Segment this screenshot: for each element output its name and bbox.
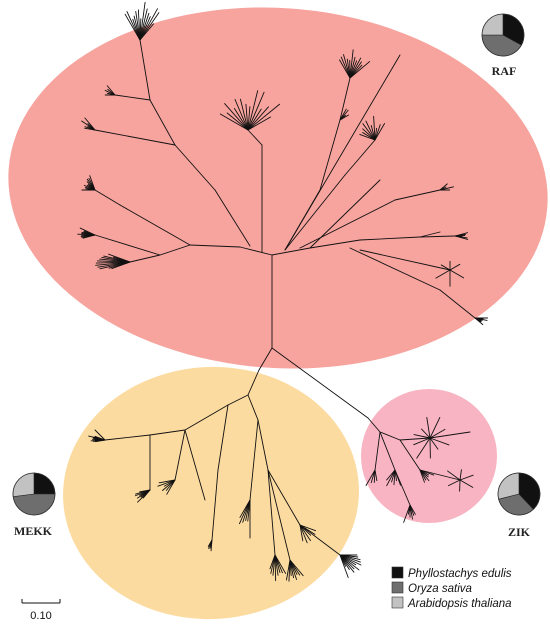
raf-composition-pie: [481, 13, 525, 57]
scale-bar-label: 0.10: [30, 610, 51, 622]
zik-label: ZIK: [508, 525, 531, 539]
legend-label-oryza: Oryza sativa: [408, 583, 472, 595]
legend-label-phyllostachys: Phyllostachys edulis: [408, 568, 512, 580]
scale-bar: 0.10: [21, 599, 61, 622]
legend-label-arabidopsis: Arabidopsis thaliana: [407, 598, 512, 610]
raf-clade-ellipse: [8, 7, 548, 369]
zik-composition-pie: [497, 472, 541, 516]
species-legend: Phyllostachys edulis Oryza sativa Arabid…: [391, 566, 512, 610]
zik-clade-ellipse: [361, 389, 497, 523]
mekk-composition-pie: [12, 472, 56, 516]
legend-swatch-oryza: [391, 581, 404, 594]
pie-mekk-slice-arabidopsis: [12, 472, 35, 497]
phylogenetic-tree: [77, 1, 489, 582]
raf-label: RAF: [492, 64, 517, 78]
legend-swatch-arabidopsis: [391, 596, 404, 609]
mekk-clade-ellipse: [63, 366, 359, 620]
pie-mekk-slice-oryza: [12, 493, 56, 516]
mekk-label: MEKK: [14, 524, 53, 538]
legend-swatch-phyllostachys: [391, 566, 404, 579]
